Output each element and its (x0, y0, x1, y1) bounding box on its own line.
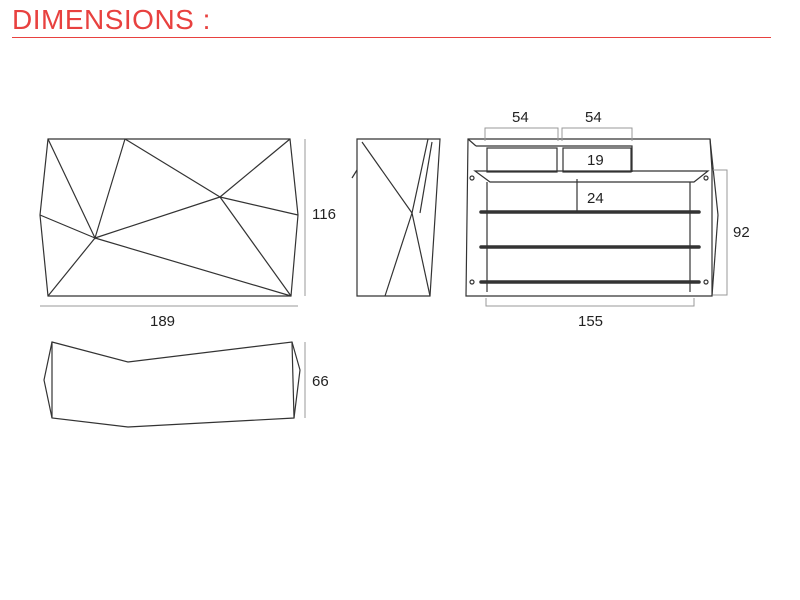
top-view: 66 (43, 341, 329, 428)
side-view (351, 138, 441, 297)
title-underline (12, 37, 771, 38)
shelf-gap-label: 24 (587, 190, 604, 207)
compartment-left-width-label: 54 (512, 109, 529, 126)
counter-height-label: 92 (733, 224, 750, 241)
compartment-height-label: 19 (587, 152, 604, 169)
compartment-right-width-label: 54 (585, 109, 602, 126)
front-height-label: 116 (312, 206, 336, 223)
front-view: 116 189 (39, 138, 336, 330)
section-title: DIMENSIONS : (12, 4, 211, 35)
top-depth-label: 66 (312, 373, 329, 390)
front-width-label: 189 (150, 313, 175, 330)
inner-width-label: 155 (578, 313, 603, 330)
back-view: 54 54 19 24 155 92 (465, 109, 750, 330)
